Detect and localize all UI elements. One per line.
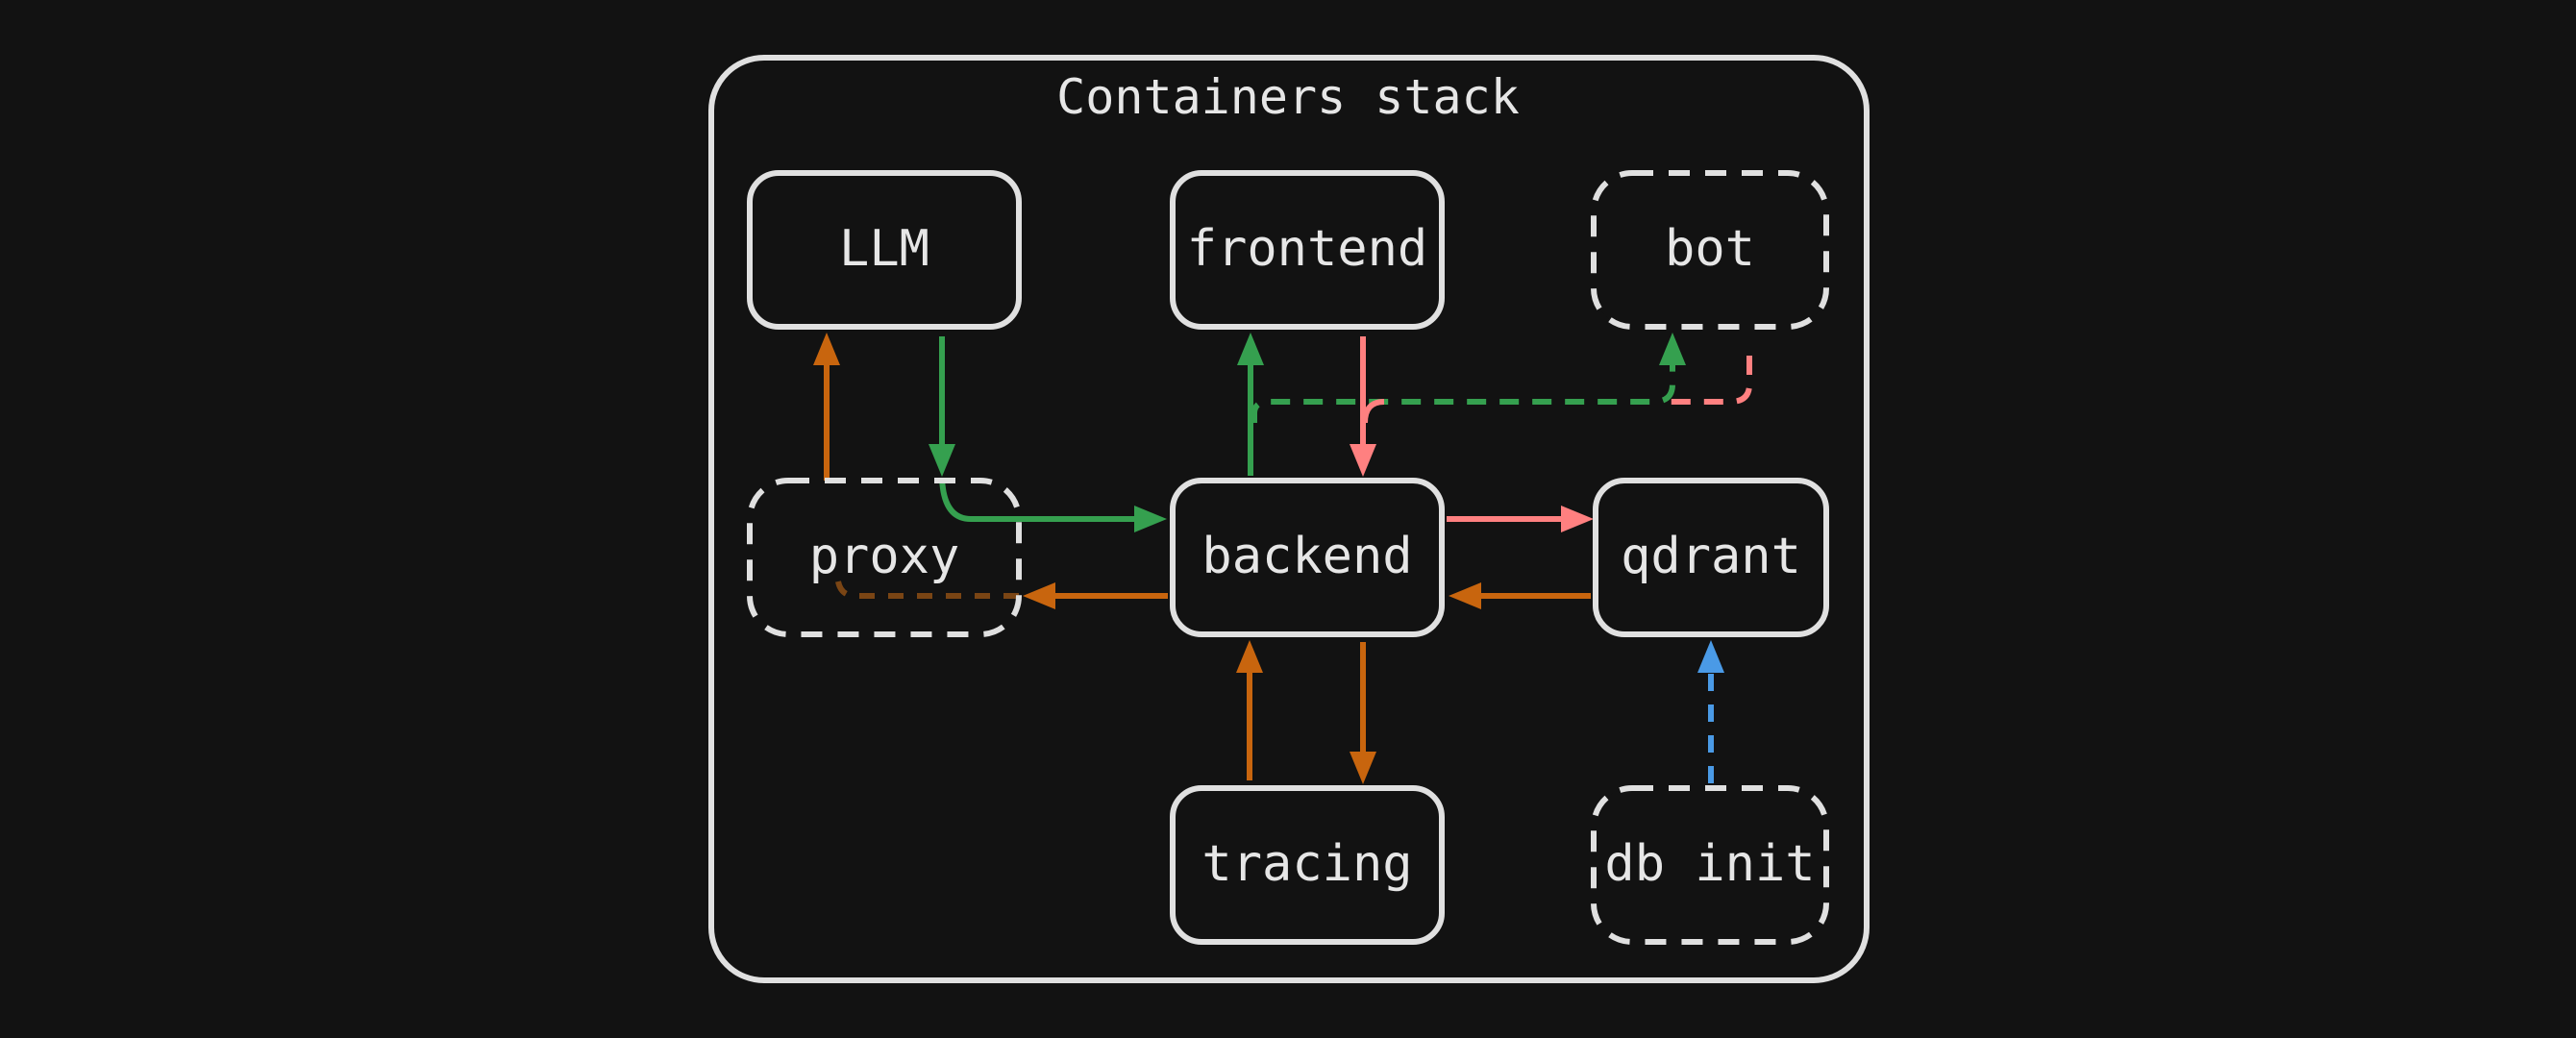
node-backend-label: backend xyxy=(1201,528,1412,585)
arrowhead-tracing-to-backend xyxy=(1236,640,1263,673)
arrow-proxy-to-backend xyxy=(939,478,1139,522)
node-frontend-label: frontend xyxy=(1187,220,1427,278)
arrowhead-backend-to-proxy xyxy=(1023,582,1055,609)
containers-stack-frame xyxy=(708,55,1870,983)
node-llm: LLM xyxy=(747,170,1022,330)
node-tracing: tracing xyxy=(1170,785,1445,945)
arrow-backend-to-bot xyxy=(1251,363,1675,423)
arrowhead-backend-to-qdrant xyxy=(1561,506,1594,532)
node-backend: backend xyxy=(1170,478,1445,637)
arrowhead-backend-to-frontend xyxy=(1237,333,1264,365)
diagram-title: Containers stack xyxy=(1056,69,1520,125)
node-tracing-label: tracing xyxy=(1201,835,1412,893)
node-bot-label: bot xyxy=(1665,220,1755,278)
arrowhead-proxy-to-backend xyxy=(1134,506,1167,532)
node-bot: bot xyxy=(1591,170,1829,330)
node-llm-label: LLM xyxy=(839,220,929,278)
arrow-bot-to-backend-join xyxy=(1362,399,1385,424)
node-db-init-label: db init xyxy=(1604,835,1815,893)
arrowhead-qdrant-to-backend xyxy=(1449,582,1481,609)
node-frontend: frontend xyxy=(1170,170,1445,330)
node-qdrant: qdrant xyxy=(1593,478,1829,637)
node-qdrant-label: qdrant xyxy=(1621,528,1801,585)
arrowhead-llm-to-proxy xyxy=(929,444,955,477)
node-proxy-label: proxy xyxy=(809,528,960,585)
arrowhead-backend-to-tracing xyxy=(1350,752,1376,784)
arrow-backend-to-proxy-tail xyxy=(835,581,1019,599)
node-db-init: db init xyxy=(1591,785,1829,945)
arrowhead-frontend-to-backend xyxy=(1350,444,1376,477)
arrow-bot-to-backend xyxy=(1663,356,1752,405)
node-proxy: proxy xyxy=(747,478,1022,637)
arrowhead-proxy-to-llm xyxy=(813,333,840,365)
arrowhead-dbinit-to-qdrant xyxy=(1697,640,1724,673)
arrowhead-backend-to-bot xyxy=(1659,333,1686,365)
